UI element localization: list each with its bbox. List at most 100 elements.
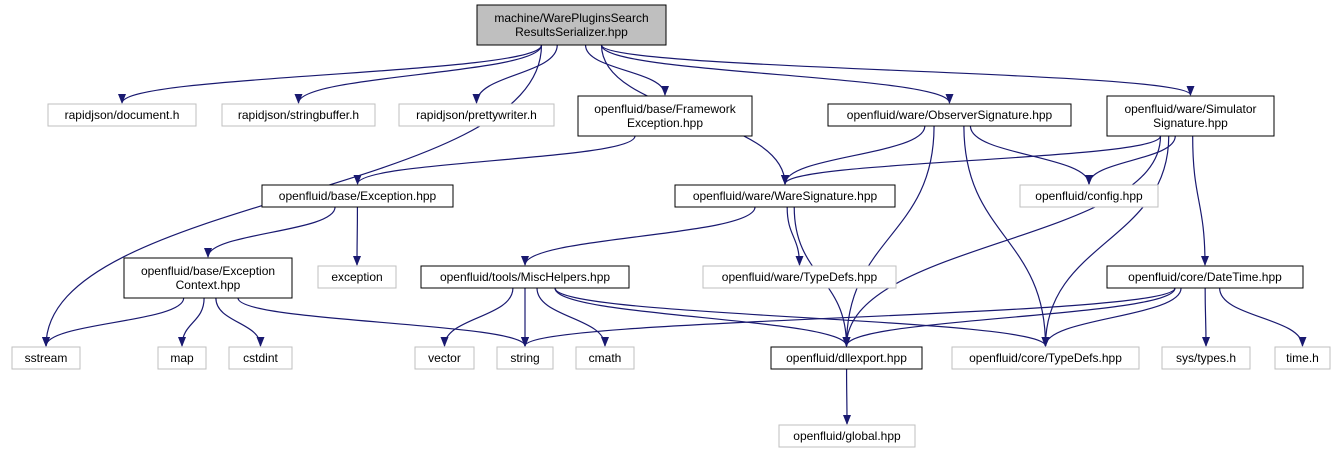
node-label: machine/WarePluginsSearch bbox=[494, 11, 648, 25]
node-dllexport[interactable]: openfluid/dllexport.hpp bbox=[770, 346, 923, 370]
node-vector: vector bbox=[414, 346, 475, 370]
node-box bbox=[770, 346, 923, 370]
node-box bbox=[261, 184, 454, 208]
edge-simulator-sig-to-config bbox=[1085, 135, 1176, 185]
node-map: map bbox=[157, 346, 207, 370]
node-box bbox=[123, 257, 293, 299]
node-label: map bbox=[170, 351, 194, 365]
node-rj-stringbuffer: rapidjson/stringbuffer.h bbox=[221, 103, 376, 127]
edge-root-to-rj-document bbox=[118, 44, 543, 104]
edge-datetime-to-dllexport bbox=[842, 287, 1176, 347]
node-label: openfluid/ware/ObserverSignature.hpp bbox=[847, 108, 1053, 122]
edge-observer-sig-to-core-typedefs bbox=[963, 125, 1050, 347]
node-string: string bbox=[496, 346, 554, 370]
node-label: openfluid/ware/Simulator bbox=[1124, 102, 1256, 116]
node-box bbox=[157, 346, 207, 370]
nodes-layer: machine/WarePluginsSearchResultsSerializ… bbox=[11, 4, 1331, 448]
edge-ware-sig-to-ware-typedefs bbox=[786, 206, 804, 266]
node-box bbox=[951, 346, 1140, 370]
edge-misc-helpers-to-core-typedefs bbox=[554, 287, 1050, 347]
node-label: time.h bbox=[1286, 351, 1319, 365]
edge-misc-helpers-to-vector bbox=[440, 287, 514, 347]
edge-root-to-rj-stringbuffer bbox=[294, 44, 543, 104]
node-box bbox=[1274, 346, 1331, 370]
node-label: vector bbox=[428, 351, 461, 365]
node-rj-document: rapidjson/document.h bbox=[47, 103, 197, 127]
node-box bbox=[398, 103, 555, 127]
node-label: openfluid/ware/WareSignature.hpp bbox=[693, 189, 878, 203]
node-box bbox=[674, 184, 896, 208]
node-box bbox=[575, 346, 635, 370]
edge-root-to-simulator-sig bbox=[600, 44, 1195, 96]
edge-exc-context-to-sstream bbox=[42, 297, 185, 347]
node-timeh: time.h bbox=[1274, 346, 1331, 370]
node-label: openfluid/core/DateTime.hpp bbox=[1128, 270, 1282, 284]
node-box bbox=[496, 346, 554, 370]
edge-root-to-fw-exception bbox=[584, 44, 669, 96]
node-box bbox=[1019, 184, 1159, 208]
edge-misc-helpers-to-dllexport bbox=[554, 287, 851, 347]
node-label: Exception.hpp bbox=[627, 116, 703, 130]
edge-fw-exception-to-base-exception bbox=[353, 135, 636, 185]
node-box bbox=[476, 4, 667, 46]
edge-base-exception-to-exc-context bbox=[204, 206, 336, 258]
node-box bbox=[414, 346, 475, 370]
node-ware-typedefs: openfluid/ware/TypeDefs.hpp bbox=[702, 265, 897, 289]
node-box bbox=[317, 265, 397, 289]
node-label: rapidjson/stringbuffer.h bbox=[238, 108, 359, 122]
node-sstream: sstream bbox=[11, 346, 81, 370]
node-config: openfluid/config.hpp bbox=[1019, 184, 1159, 208]
node-systypes: sys/types.h bbox=[1161, 346, 1251, 370]
node-label: openfluid/core/TypeDefs.hpp bbox=[969, 351, 1122, 365]
node-label: cstdint bbox=[243, 351, 278, 365]
node-box bbox=[221, 103, 376, 127]
node-observer-sig[interactable]: openfluid/ware/ObserverSignature.hpp bbox=[827, 103, 1072, 127]
node-label: sstream bbox=[25, 351, 68, 365]
node-box bbox=[1161, 346, 1251, 370]
node-box bbox=[11, 346, 81, 370]
node-label: string bbox=[510, 351, 539, 365]
node-label: openfluid/tools/MiscHelpers.hpp bbox=[440, 270, 610, 284]
edge-datetime-to-core-typedefs bbox=[1041, 287, 1182, 347]
edge-observer-sig-to-config bbox=[969, 125, 1093, 185]
node-rj-prettywriter: rapidjson/prettywriter.h bbox=[398, 103, 555, 127]
node-label: Signature.hpp bbox=[1153, 116, 1228, 130]
edge-exc-context-to-map bbox=[178, 297, 205, 347]
node-label: ResultsSerializer.hpp bbox=[515, 25, 628, 39]
node-box bbox=[702, 265, 897, 289]
node-global: openfluid/global.hpp bbox=[778, 424, 916, 448]
node-label: openfluid/dllexport.hpp bbox=[786, 351, 907, 365]
node-cmath: cmath bbox=[575, 346, 635, 370]
node-ware-sig[interactable]: openfluid/ware/WareSignature.hpp bbox=[674, 184, 896, 208]
edge-exc-context-to-string bbox=[237, 297, 529, 347]
node-misc-helpers[interactable]: openfluid/tools/MiscHelpers.hpp bbox=[420, 265, 630, 289]
node-label: cmath bbox=[589, 351, 622, 365]
node-box bbox=[420, 265, 630, 289]
node-box bbox=[827, 103, 1072, 127]
edge-observer-sig-to-ware-sig bbox=[781, 125, 926, 185]
node-label: rapidjson/prettywriter.h bbox=[416, 108, 537, 122]
edge-datetime-to-systypes bbox=[1201, 287, 1210, 347]
edge-ware-sig-to-misc-helpers bbox=[521, 206, 756, 266]
node-label: openfluid/base/Exception.hpp bbox=[279, 189, 437, 203]
edge-simulator-sig-to-datetime bbox=[1192, 135, 1209, 266]
edge-root-to-observer-sig bbox=[600, 44, 954, 104]
node-cstdint: cstdint bbox=[228, 346, 293, 370]
node-label: openfluid/base/Exception bbox=[141, 264, 275, 278]
node-label: openfluid/ware/TypeDefs.hpp bbox=[722, 270, 878, 284]
node-base-exception[interactable]: openfluid/base/Exception.hpp bbox=[261, 184, 454, 208]
node-box bbox=[577, 95, 753, 137]
edge-root-to-rj-prettywriter bbox=[472, 44, 558, 104]
node-datetime[interactable]: openfluid/core/DateTime.hpp bbox=[1106, 265, 1304, 289]
edge-simulator-sig-to-core-typedefs bbox=[1041, 135, 1170, 347]
node-label: rapidjson/document.h bbox=[65, 108, 180, 122]
edge-misc-helpers-to-cmath bbox=[536, 287, 609, 347]
node-label: exception bbox=[331, 270, 382, 284]
node-box bbox=[1106, 265, 1304, 289]
node-box bbox=[228, 346, 293, 370]
node-label: sys/types.h bbox=[1176, 351, 1236, 365]
